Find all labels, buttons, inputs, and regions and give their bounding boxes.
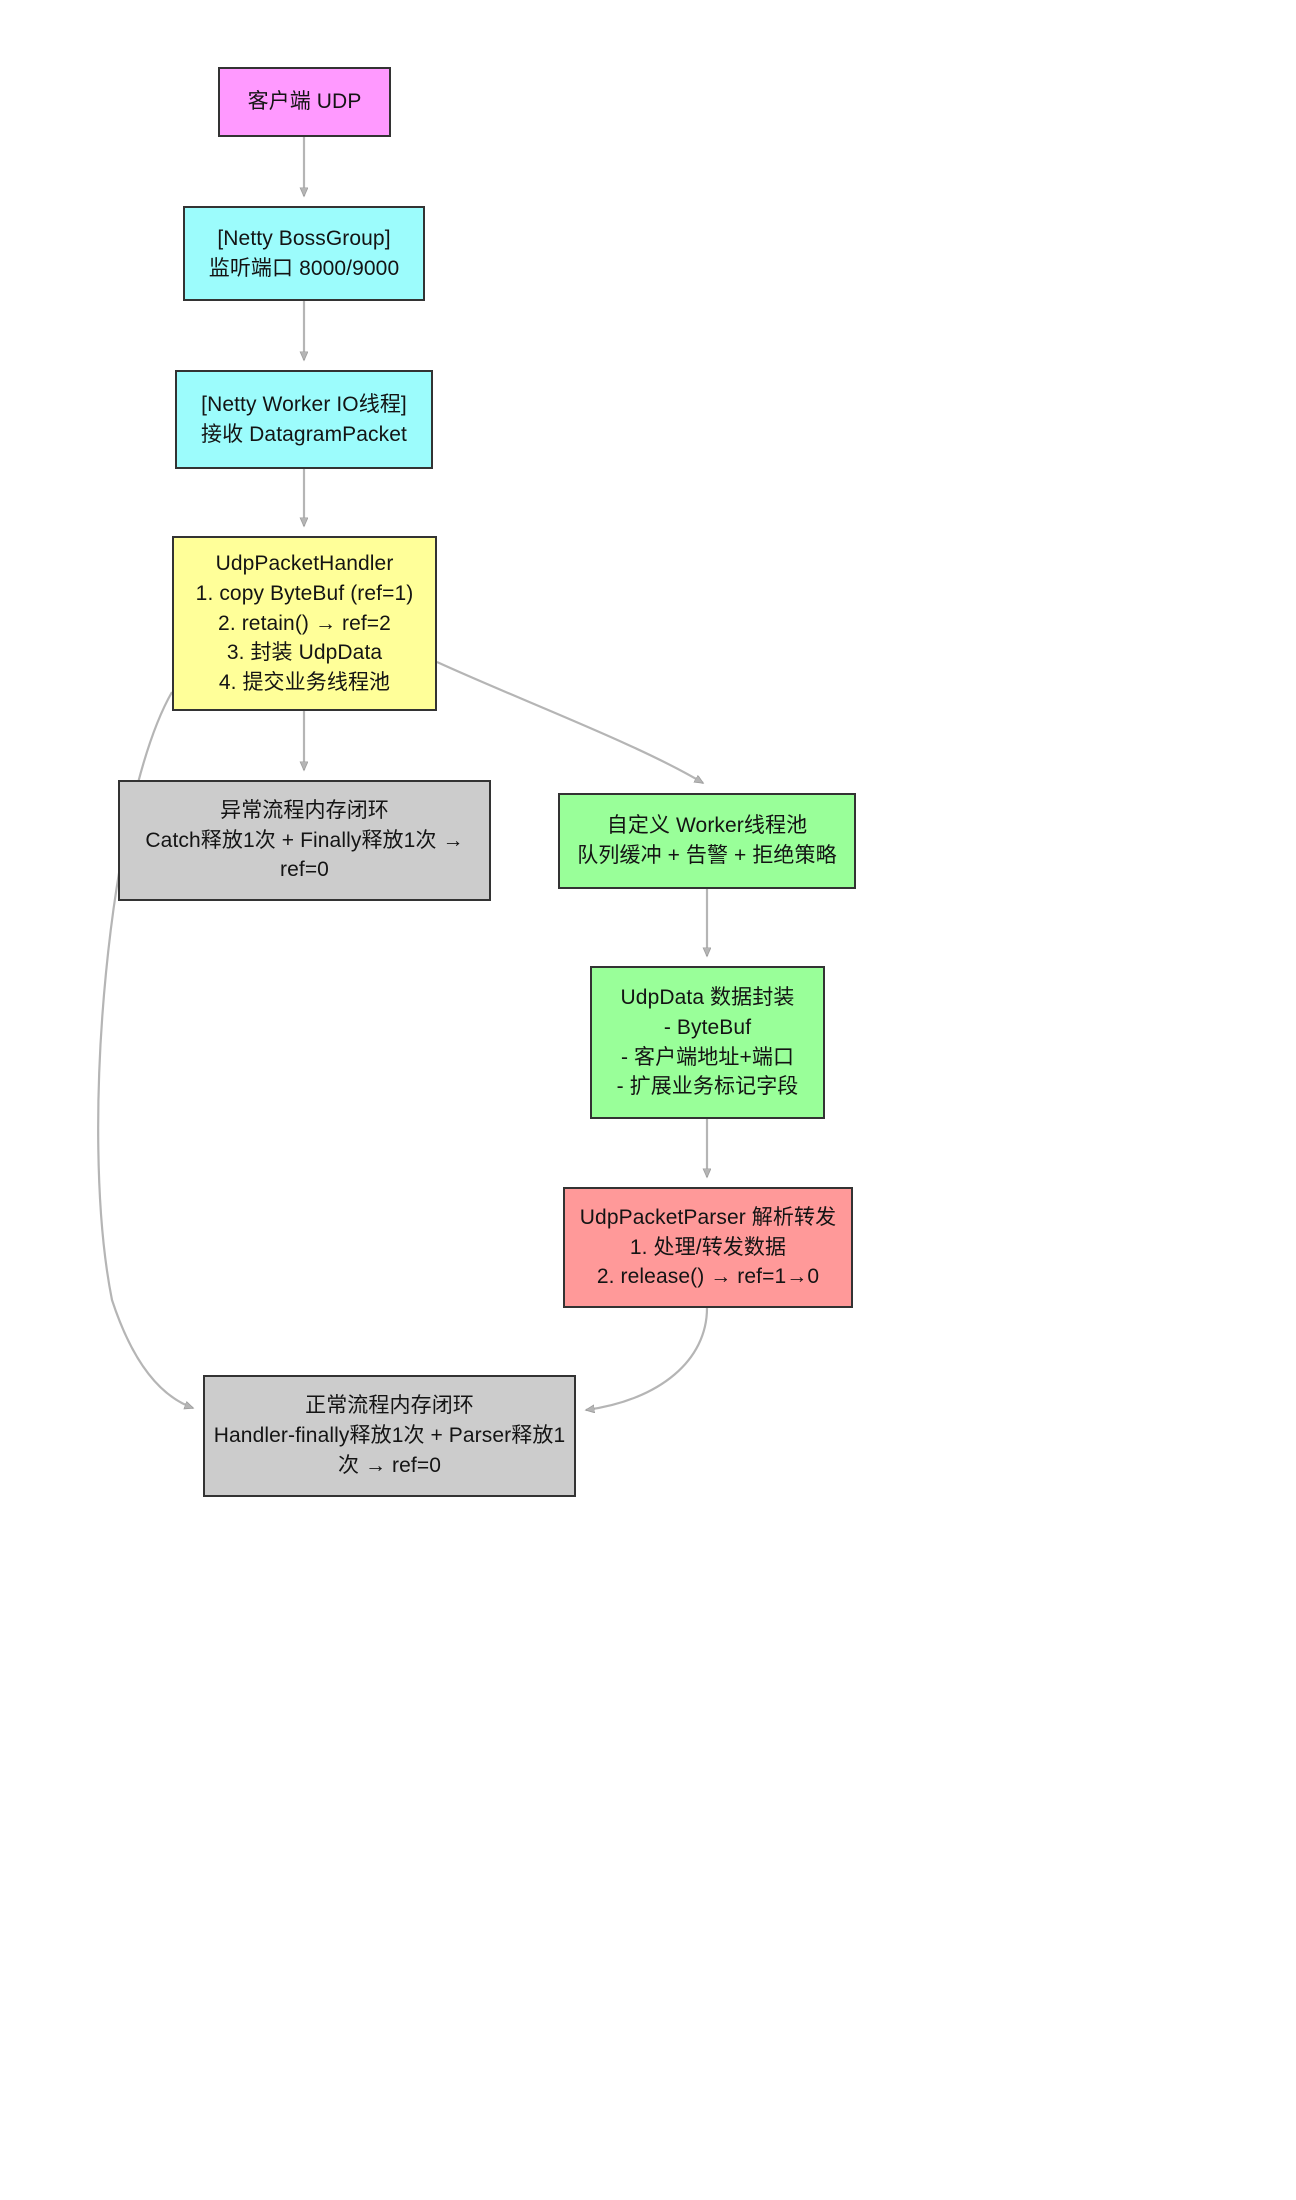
node-line: 3. 封装 UdpData <box>226 641 383 665</box>
node-custom-worker-thread-pool[interactable]: 自定义 Worker线程池 队列缓冲 + 告警 + 拒绝策略 <box>558 793 856 889</box>
node-line: UdpData 数据封装 <box>620 985 795 1009</box>
edge-handler-to-workerpool <box>436 660 703 784</box>
node-line: - 扩展业务标记字段 <box>616 1075 799 1099</box>
node-line: UdpPacketParser 解析转发 <box>579 1205 837 1229</box>
node-line: 1. copy ByteBuf (ref=1) <box>195 581 414 605</box>
node-line: ref=0 <box>280 858 329 882</box>
node-udp-packet-handler[interactable]: UdpPacketHandler 1. copy ByteBuf (ref=1)… <box>172 536 437 711</box>
node-line: Catch释放1次 + Finally释放1次 → <box>145 828 464 852</box>
node-netty-bossgroup[interactable]: [Netty BossGroup] 监听端口 8000/9000 <box>183 206 425 301</box>
node-udpdata-encapsulation[interactable]: UdpData 数据封装 - ByteBuf - 客户端地址+端口 - 扩展业务… <box>590 966 825 1119</box>
node-line: - ByteBuf <box>663 1015 752 1039</box>
node-line: - 客户端地址+端口 <box>620 1045 795 1069</box>
node-normal-memory-closed-loop[interactable]: 正常流程内存闭环 Handler-finally释放1次 + Parser释放1… <box>203 1375 576 1497</box>
node-line: 1. 处理/转发数据 <box>629 1235 787 1259</box>
node-line: UdpPacketHandler <box>215 551 394 575</box>
node-exception-memory-closed-loop[interactable]: 异常流程内存闭环 Catch释放1次 + Finally释放1次 → ref=0 <box>118 780 491 901</box>
node-line: 次 → ref=0 <box>337 1453 442 1477</box>
node-line: 接收 DatagramPacket <box>201 422 407 446</box>
node-line: 4. 提交业务线程池 <box>218 671 391 695</box>
node-line: 2. release() → ref=1→0 <box>596 1265 820 1289</box>
node-line: 自定义 Worker线程池 <box>606 814 808 838</box>
node-line: 队列缓冲 + 告警 + 拒绝策略 <box>577 844 837 867</box>
node-line: 2. retain() → ref=2 <box>218 611 391 635</box>
node-line: [Netty Worker IO线程] <box>201 392 407 416</box>
node-line: 异常流程内存闭环 <box>220 798 389 822</box>
node-line: 客户端 UDP <box>247 90 362 114</box>
node-udp-packet-parser[interactable]: UdpPacketParser 解析转发 1. 处理/转发数据 2. relea… <box>563 1187 853 1308</box>
node-netty-worker-io-thread[interactable]: [Netty Worker IO线程] 接收 DatagramPacket <box>175 370 433 469</box>
node-line: 监听端口 8000/9000 <box>208 256 400 280</box>
node-client-udp[interactable]: 客户端 UDP <box>218 67 391 137</box>
node-line: Handler-finally释放1次 + Parser释放1 <box>213 1424 566 1448</box>
node-line: [Netty BossGroup] <box>217 226 391 250</box>
node-line: 正常流程内存闭环 <box>305 1394 474 1418</box>
edge-parser-to-normal <box>586 1307 709 1410</box>
